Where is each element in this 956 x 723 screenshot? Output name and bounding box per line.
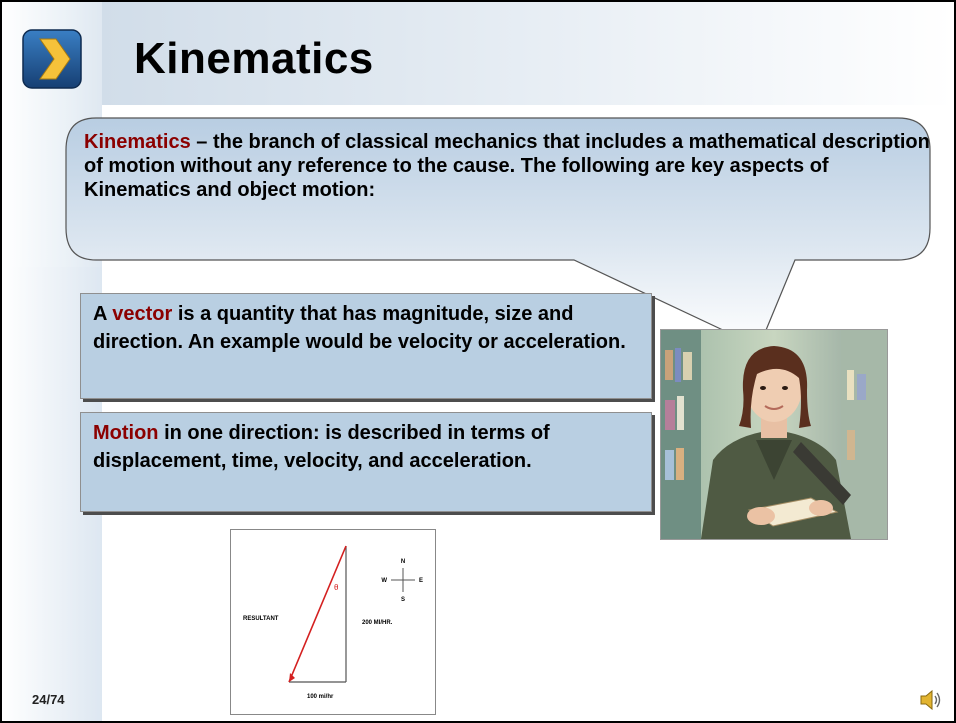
- intro-term: Kinematics: [84, 131, 191, 153]
- motion-definition: in one direction: is described in terms …: [93, 422, 550, 472]
- title-bar: [102, 2, 954, 105]
- resultant-label: RESULTANT: [243, 616, 279, 622]
- compass-west-label: W: [381, 578, 387, 584]
- speaker-icon[interactable]: [918, 687, 944, 713]
- student-photo: [660, 329, 888, 540]
- vector-diagram: N S W E RESULTANT θ 200 MI/HR. 100 mi/hr: [230, 529, 436, 715]
- vector-definition: is a quantity that has magnitude, size a…: [93, 303, 626, 353]
- vector-prefix: A: [93, 303, 113, 325]
- vector-term: vector: [112, 303, 173, 325]
- horizontal-speed-label: 100 mi/hr: [307, 694, 334, 700]
- intro-definition: – the branch of classical mechanics that…: [84, 131, 930, 201]
- slide-title: Kinematics: [134, 34, 374, 83]
- intro-text: Kinematics – the branch of classical mec…: [84, 130, 934, 202]
- page-number: 24/74: [32, 692, 65, 707]
- compass-north-label: N: [401, 559, 405, 565]
- angle-label: θ: [334, 583, 339, 592]
- vertical-speed-label: 200 MI/HR.: [362, 620, 393, 626]
- compass-south-label: S: [401, 597, 405, 603]
- compass-east-label: E: [419, 578, 423, 584]
- chevron-right-icon: [22, 29, 82, 89]
- motion-term: Motion: [93, 422, 159, 444]
- vector-box: A vector is a quantity that has magnitud…: [80, 293, 652, 399]
- motion-box: Motion in one direction: is described in…: [80, 412, 652, 512]
